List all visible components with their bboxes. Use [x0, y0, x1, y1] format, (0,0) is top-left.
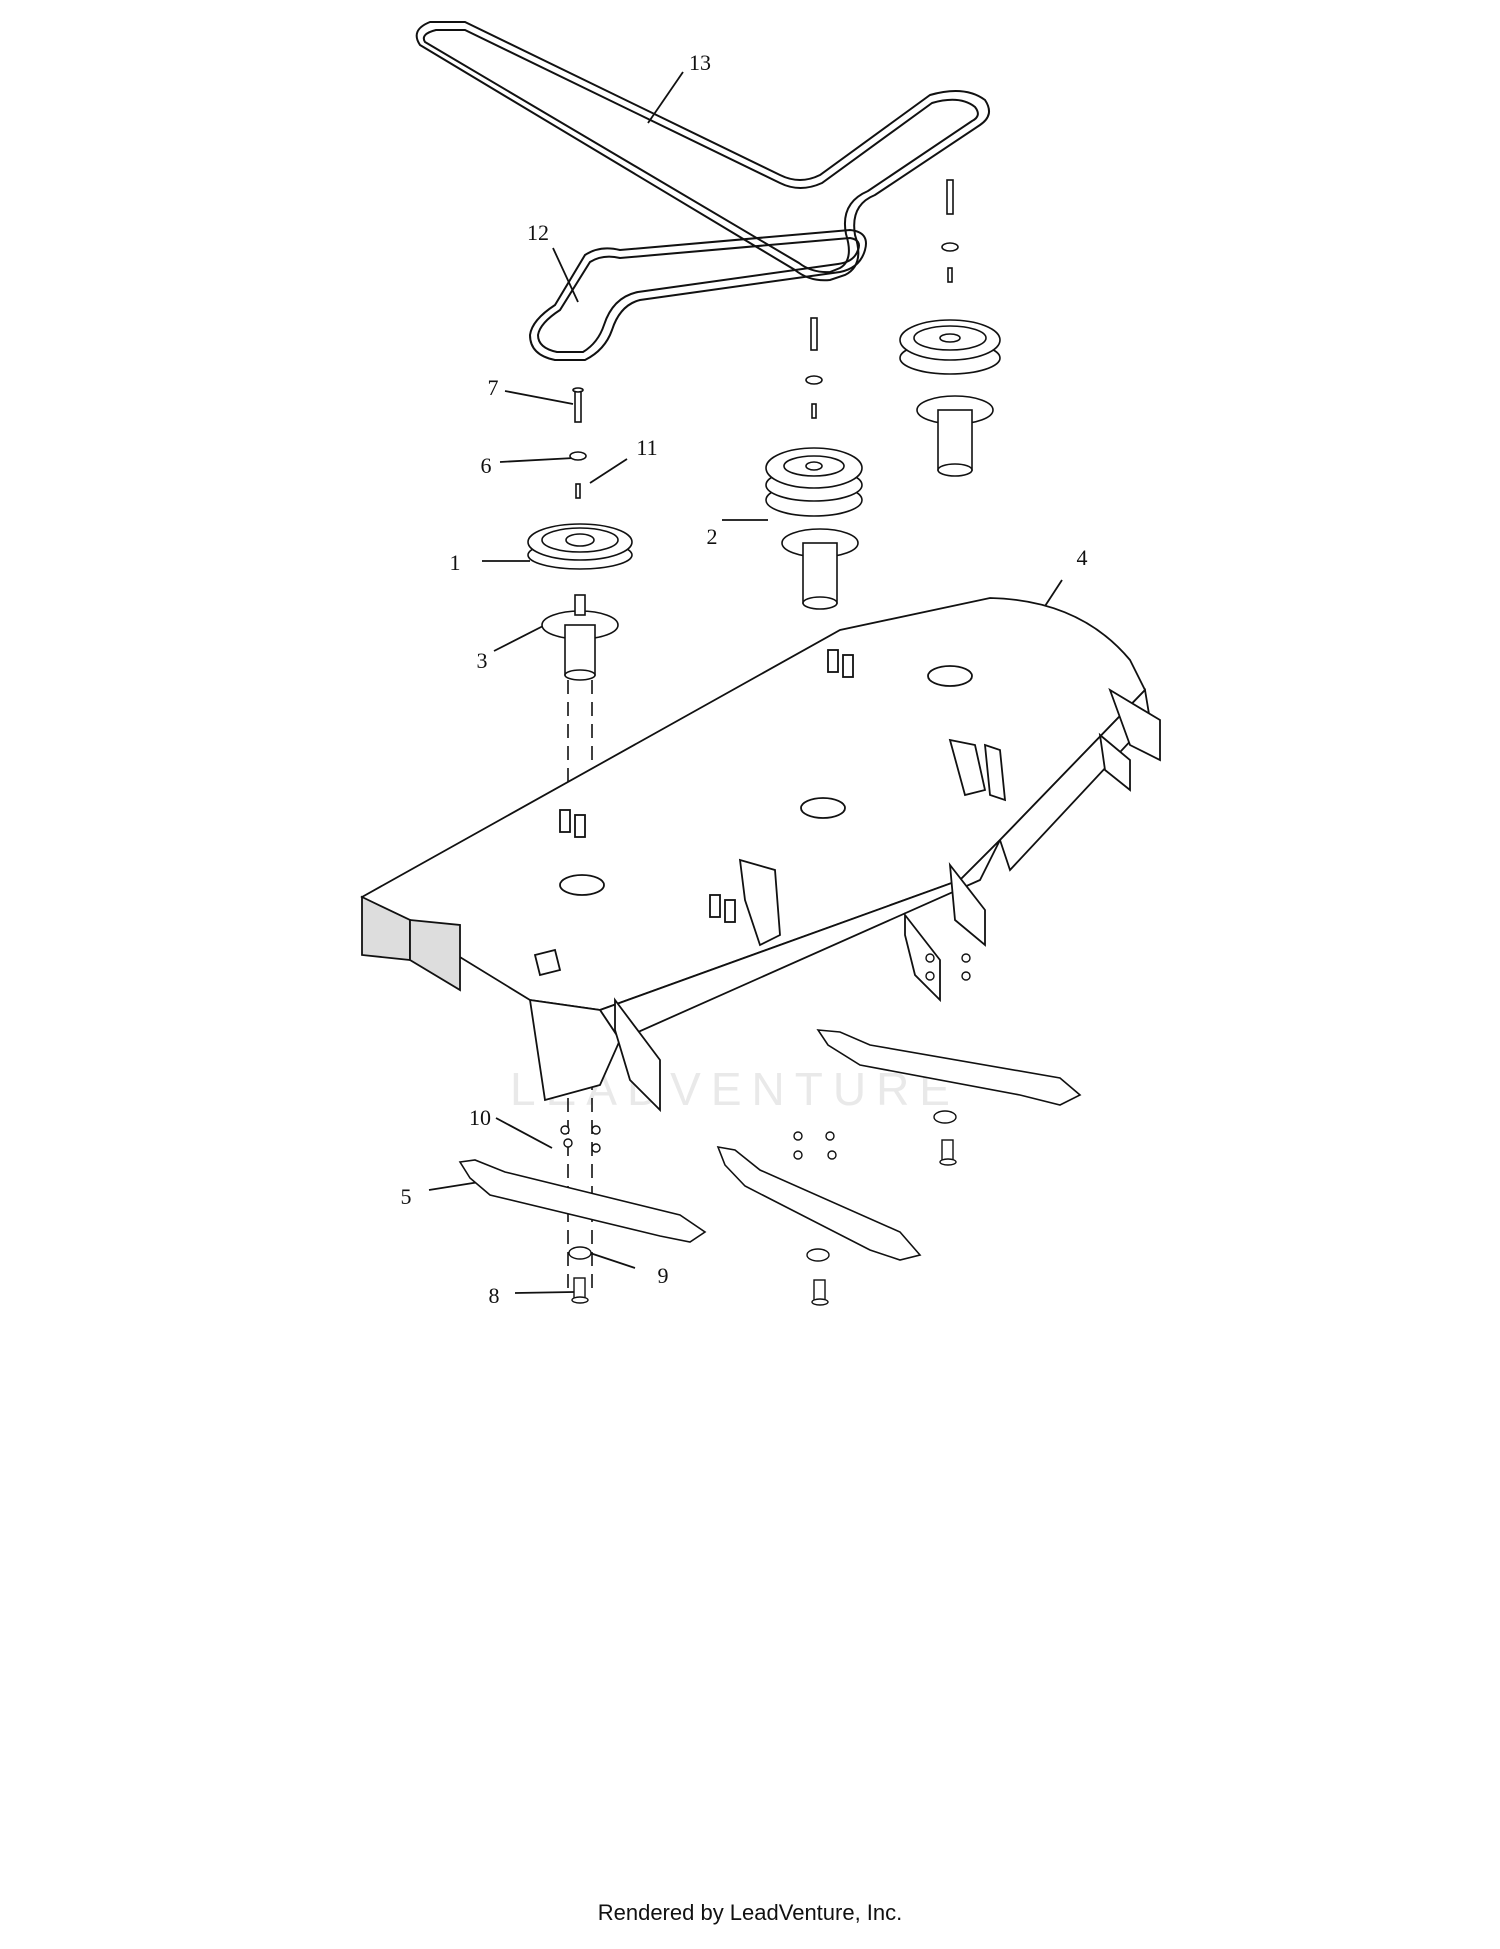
callout-7: 7	[488, 375, 499, 400]
nut-10	[560, 1125, 570, 1135]
callout-13: 13	[689, 50, 711, 75]
callout-11: 11	[636, 435, 657, 460]
pulley-1	[527, 523, 633, 570]
middle-spindle	[781, 528, 859, 610]
deck-hole-middle	[800, 797, 846, 819]
right-spindle	[916, 395, 994, 477]
hardware	[560, 953, 971, 1306]
deck-front-skirt	[528, 998, 622, 1102]
callout-1: 1	[450, 550, 461, 575]
bolt-7	[574, 389, 582, 423]
blade-right-front	[816, 1029, 1082, 1106]
right-pulley	[899, 319, 1001, 375]
callout-4: 4	[1077, 545, 1088, 570]
right-spindle-stack	[899, 179, 1001, 477]
callout-3: 3	[477, 648, 488, 673]
deck-left-block	[409, 919, 461, 992]
washer-9	[568, 1246, 592, 1260]
mower-deck-4	[360, 597, 1161, 1113]
blade-5	[458, 1159, 707, 1243]
callout-10: 10	[469, 1105, 491, 1130]
belt-12	[528, 228, 867, 361]
middle-bolt	[810, 317, 818, 351]
spindle-3	[541, 594, 619, 681]
callout-12: 12	[527, 220, 549, 245]
middle-spindle-stack	[765, 317, 863, 610]
washer-6	[569, 451, 587, 461]
callout-labels: 13 12 7 11 6 1 2 3 4 10 5 9 8	[401, 50, 1088, 1308]
pulley-2	[765, 447, 863, 517]
deck-hole-left	[559, 874, 605, 896]
callout-9: 9	[658, 1263, 669, 1288]
right-bolt	[946, 179, 954, 215]
callout-8: 8	[489, 1283, 500, 1308]
key-11	[575, 483, 581, 499]
bolt-8	[571, 1277, 589, 1304]
belt-13	[415, 21, 990, 282]
deck-hole-right	[927, 665, 973, 687]
callout-6: 6	[481, 453, 492, 478]
callout-5: 5	[401, 1184, 412, 1209]
blade-middle-front	[716, 1145, 922, 1261]
blades	[458, 1029, 1082, 1261]
footer-credit: Rendered by LeadVenture, Inc.	[597, 1900, 903, 1925]
callout-2: 2	[707, 524, 718, 549]
